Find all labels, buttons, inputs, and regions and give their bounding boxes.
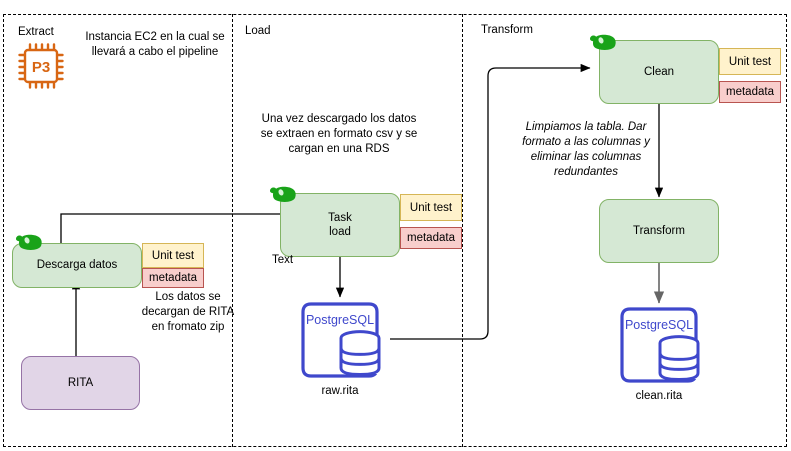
lane-title-transform: Transform bbox=[481, 24, 533, 36]
node-transform[interactable]: Transform bbox=[599, 199, 719, 263]
clean-metadata-box[interactable]: metadata bbox=[719, 81, 781, 103]
node-clean-label: Clean bbox=[643, 65, 675, 78]
taskload-unit-test-box[interactable]: Unit test bbox=[400, 194, 462, 221]
node-clean[interactable]: Clean bbox=[599, 40, 719, 104]
note-rita-download: Los datos se decargan de RITA en fromato… bbox=[141, 291, 235, 333]
postgres-db-clean[interactable]: PostgreSQL bbox=[616, 303, 702, 387]
database-cylinder-icon bbox=[658, 335, 700, 382]
note-load: Una vez descargado los datos se extraen … bbox=[260, 113, 418, 155]
taskload-unit-test-label: Unit test bbox=[409, 201, 453, 214]
node-rita[interactable]: RITA bbox=[21, 356, 140, 410]
node-task-load[interactable]: Task load bbox=[280, 193, 400, 257]
note-ec2: Instancia EC2 en la cual se llevará a ca… bbox=[85, 31, 225, 58]
text-marker-label: Text bbox=[272, 254, 294, 266]
swimlane-frame bbox=[3, 14, 787, 447]
postgres-db-raw[interactable]: PostgreSQL bbox=[297, 298, 383, 382]
ec2-chip-label: P3 bbox=[32, 59, 50, 76]
node-descarga-datos-label: Descarga datos bbox=[36, 259, 118, 272]
taskload-metadata-box[interactable]: metadata bbox=[400, 227, 462, 249]
ec2-chip-icon: P3 bbox=[17, 42, 65, 90]
node-rita-label: RITA bbox=[67, 376, 94, 389]
node-descarga-datos[interactable]: Descarga datos bbox=[12, 243, 142, 288]
postgres-db-raw-caption: raw.rita bbox=[321, 385, 359, 397]
descarga-metadata-label: metadata bbox=[149, 272, 197, 284]
taskload-metadata-label: metadata bbox=[407, 232, 455, 244]
node-task-load-label: Task load bbox=[328, 211, 352, 238]
postgres-db-clean-caption: clean.rita bbox=[635, 390, 683, 402]
descarga-unit-test-box[interactable]: Unit test bbox=[142, 243, 204, 268]
lane-title-load: Load bbox=[245, 25, 271, 37]
postgres-db-raw-engine-label: PostgreSQL bbox=[306, 313, 374, 327]
lane-divider-load-transform bbox=[462, 14, 463, 447]
leaf-icon bbox=[14, 233, 44, 252]
descarga-metadata-box[interactable]: metadata bbox=[142, 268, 204, 288]
leaf-icon bbox=[588, 33, 618, 52]
clean-unit-test-label: Unit test bbox=[728, 55, 772, 68]
note-transform: Limpiamos la tabla. Dar formato a las co… bbox=[522, 121, 650, 178]
descarga-unit-test-label: Unit test bbox=[151, 249, 195, 262]
clean-metadata-label: metadata bbox=[726, 86, 774, 98]
postgres-db-clean-engine-label: PostgreSQL bbox=[625, 318, 693, 332]
database-cylinder-icon bbox=[339, 330, 381, 377]
lane-divider-extract-load bbox=[232, 14, 233, 447]
lane-title-extract: Extract bbox=[18, 26, 54, 38]
clean-unit-test-box[interactable]: Unit test bbox=[719, 48, 781, 75]
node-transform-label: Transform bbox=[633, 224, 685, 237]
leaf-icon bbox=[268, 185, 298, 204]
